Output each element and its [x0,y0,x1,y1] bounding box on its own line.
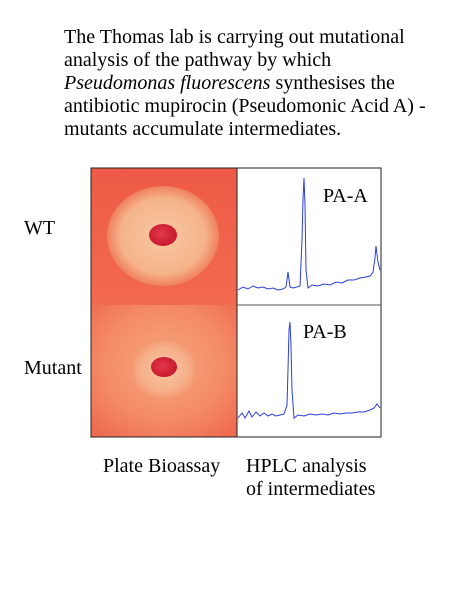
intro-text: The Thomas lab is carrying out mutationa… [64,26,444,141]
figure-border [90,167,382,438]
intro-lead: The Thomas lab is carrying out mutationa… [64,26,405,71]
colony-spot-mutant [151,357,177,377]
peak-label-pa-b: PA-B [303,321,347,343]
caption-hplc-line1: HPLC analysis [246,455,367,477]
caption-plate-bioassay: Plate Bioassay [103,455,221,477]
hplc-panel-wt [237,168,381,305]
peak-label-pa-a: PA-A [323,185,368,207]
intro-species: Pseudomonas fluorescens [64,72,271,94]
intro-tail: synthesises the antibiotic mupirocin (Ps… [64,72,426,140]
caption-hplc-line2: of intermediates [246,478,376,500]
hplc-trace-wt [237,177,381,291]
colony-spot-wt [149,224,177,246]
row-label-wt: WT [24,217,56,239]
hplc-trace-mutant [237,321,381,419]
row-label-mutant: Mutant [24,357,82,379]
